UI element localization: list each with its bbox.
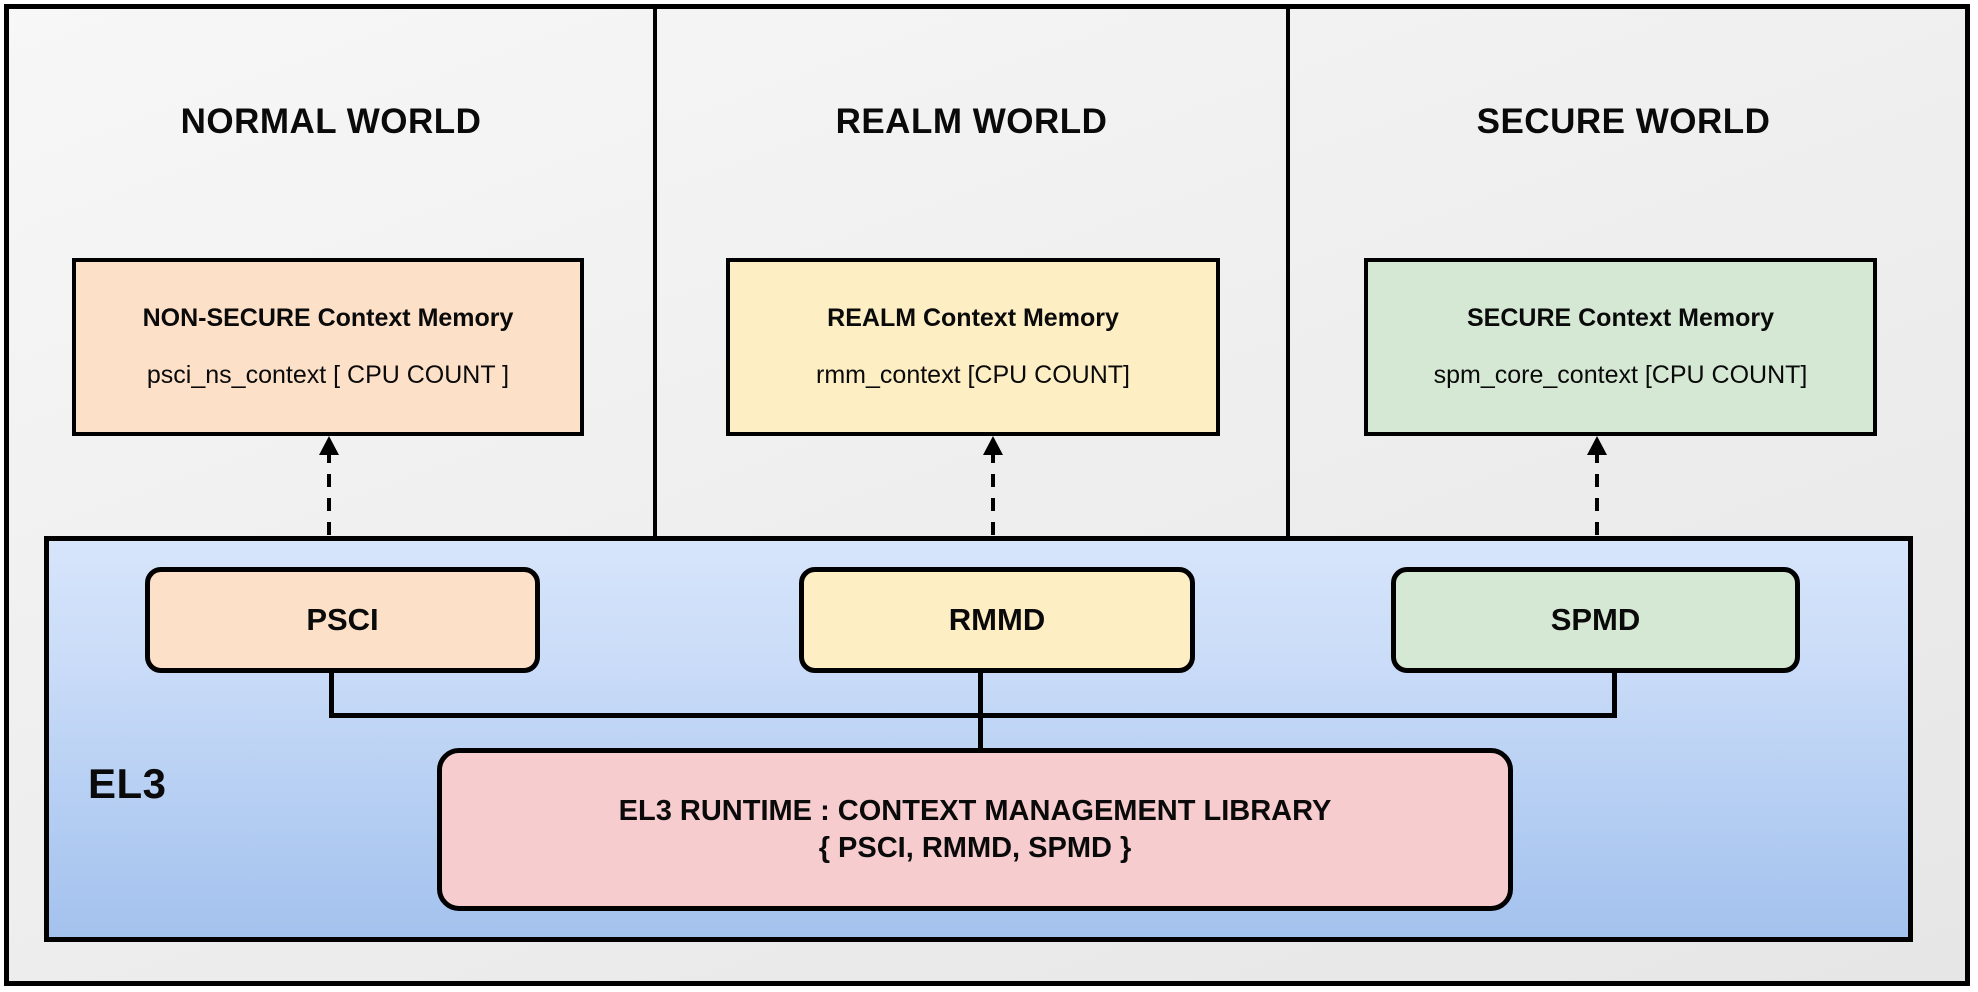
arrow-up-icon [1587,436,1607,455]
world-title-secure: SECURE WORLD [1476,102,1771,141]
dashed-line [1595,450,1599,554]
el3-runtime-library-line1: EL3 RUNTIME : CONTEXT MANAGEMENT LIBRARY [618,795,1332,828]
context-memory-title-secure: SECURE Context Memory [1467,304,1774,332]
world-column-secure: SECURE WORLD [1290,9,1957,537]
connector-horizontal-rail [329,713,1617,718]
connector-rail-to-runtime-library [978,713,983,751]
context-memory-box-non-secure: NON-SECURE Context Memory psci_ns_contex… [72,258,584,436]
context-memory-box-secure: SECURE Context Memory spm_core_context [… [1364,258,1877,436]
connector-psci-stem [329,672,334,715]
dispatcher-box-spmd: SPMD [1391,567,1800,673]
arrow-up-icon [983,436,1003,455]
arrow-up-icon [319,436,339,455]
dispatcher-box-rmmd: RMMD [799,567,1195,673]
connector-spmd-stem [1612,672,1617,715]
el3-runtime-library-line2: { PSCI, RMMD, SPMD } [818,831,1132,864]
context-memory-subtitle-secure: spm_core_context [CPU COUNT] [1433,360,1808,389]
dashed-line [991,450,995,554]
el3-runtime-library-box: EL3 RUNTIME : CONTEXT MANAGEMENT LIBRARY… [437,748,1513,911]
world-title-realm: REALM WORLD [835,102,1108,141]
dispatcher-box-psci: PSCI [145,567,540,673]
context-memory-title-realm: REALM Context Memory [827,304,1119,332]
dashed-line [327,450,331,554]
world-column-realm: REALM WORLD [657,9,1290,537]
connector-rmmd-stem [978,672,983,715]
context-memory-box-realm: REALM Context Memory rmm_context [CPU CO… [726,258,1220,436]
context-memory-subtitle-realm: rmm_context [CPU COUNT] [816,360,1130,389]
world-column-normal: NORMAL WORLD [9,9,657,537]
el3-label: EL3 [88,760,167,807]
context-memory-title-non-secure: NON-SECURE Context Memory [142,304,514,332]
world-title-normal: NORMAL WORLD [180,102,482,141]
context-memory-subtitle-non-secure: psci_ns_context [ CPU COUNT ] [146,360,510,389]
